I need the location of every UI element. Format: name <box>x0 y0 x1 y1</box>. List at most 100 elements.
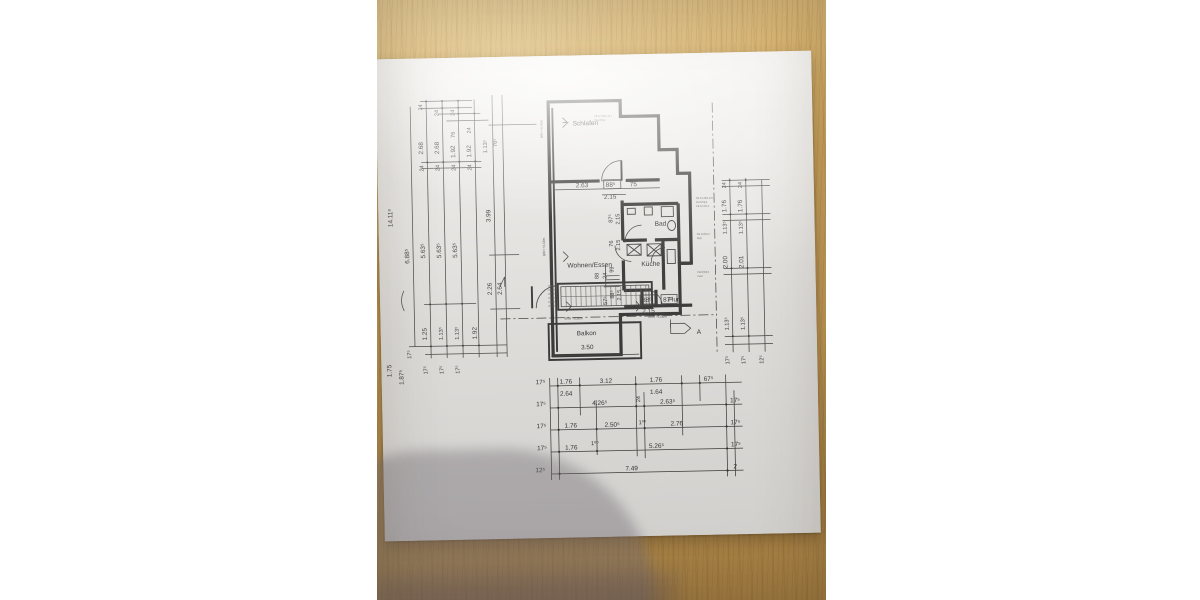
dim-76: 76 <box>609 240 615 246</box>
dim-263: 2.63 <box>576 182 589 189</box>
dim-bot-r4-5265: 5.26⁵ <box>649 443 665 450</box>
paper-sheet: .w { fill:none; stroke:#2e2c2b; stroke-w… <box>377 50 821 600</box>
room-label-kueche: Küche <box>641 261 660 268</box>
dim-bot-r3-100: 1⁰⁰ <box>638 419 646 426</box>
dim-right-24a: 24 <box>722 182 728 188</box>
dim-bot-r2-2635: 2.63⁵ <box>660 398 676 405</box>
fixture-fridge <box>666 248 676 265</box>
annotation-5: FE 10,5/2,2 <box>696 205 710 208</box>
floor-plan-photo: .w { fill:none; stroke:#2e2c2b; stroke-w… <box>377 0 826 600</box>
dim-left-175a: 17⁵ <box>406 350 413 359</box>
dim-left-175e: 1.75 <box>386 364 393 377</box>
annotation-6: FE 10,5/2,2 <box>697 233 711 236</box>
dim-left-192b: 1.92 <box>466 145 473 158</box>
dim-215-c: 2.15 <box>616 240 622 251</box>
dim-right-176a: 1.76 <box>721 199 728 212</box>
dim-right-1135d: 1.13⁵ <box>739 317 746 330</box>
dim-left-5635a: 5.63⁵ <box>420 243 427 259</box>
dim-left-1135b: 1.13⁵ <box>438 327 445 340</box>
dim-bot-r3-2505: 2.50⁵ <box>605 422 621 429</box>
dim-left-765: 76⁵ <box>492 138 499 147</box>
dim-bot-r1-675: 67⁵ <box>704 376 714 383</box>
annotation-1: FE 10,38/1,13 L <box>594 115 612 118</box>
dim-left-1135c: 1.13⁵ <box>454 327 461 340</box>
annotation-9: Fest <box>698 275 703 278</box>
dim-left-24c: 24 <box>450 110 456 116</box>
wall-note-2: BRH +2,00m <box>542 237 546 256</box>
dim-right-1135b: 1.13⁵ <box>738 221 745 234</box>
fixture-shower <box>643 206 653 216</box>
wall-note-1: BRH +0,90m <box>539 119 543 138</box>
dim-left-5635b: 5.63⁵ <box>436 243 443 259</box>
dim-bot-r2-24: 24 <box>636 396 642 402</box>
dim-24-inner: 24 <box>603 273 609 279</box>
dim-bot-r1-312: 3.12 <box>600 378 613 385</box>
dim-875-a: 87⁵ <box>607 214 614 223</box>
dim-left-264: 2.64 <box>497 282 504 295</box>
fixture-washbasin <box>626 207 636 215</box>
dim-left-175d: 17⁵ <box>454 365 461 374</box>
dim-75: 75 <box>630 181 638 188</box>
dim-885-b: 88⁵ <box>609 290 616 299</box>
dim-right-24b: 24 <box>738 182 744 188</box>
dim-left-24g: 24 <box>451 165 457 171</box>
dim-bot-r4-175b: 17⁵ <box>731 441 741 448</box>
dim-bot-r3-276: 2.76 <box>671 420 684 427</box>
section-marker-label: A <box>697 329 702 336</box>
dim-215-d: 2.15 <box>617 290 623 301</box>
dim-left-268a: 2.68 <box>418 142 425 155</box>
dim-right-176b: 1.76 <box>737 199 744 212</box>
plan-title: Grundriss Wohnung <box>0 0 1 1</box>
dim-875-b: 87⁵ <box>663 296 673 303</box>
dim-bot-r1-175: 17⁵ <box>536 379 546 386</box>
dim-885-c: 88⁵ <box>642 297 652 304</box>
dim-left-24h: 24 <box>467 164 473 170</box>
dim-right-200: 2.00 <box>722 255 729 268</box>
dim-bot-r2-175b: 17⁵ <box>730 397 740 404</box>
dim-bot-r1-176b: 1.76 <box>650 377 663 384</box>
dim-left-1875: 1.87⁵ <box>398 369 405 385</box>
annotation-4: Dreh/Kipp <box>696 201 708 204</box>
dim-left-24f: 24 <box>435 165 441 171</box>
wall-note-4: BRH +1,00m <box>648 315 667 319</box>
fixture-toilet <box>667 220 677 231</box>
dim-left-24d: 24 <box>467 127 473 133</box>
dim-bot-r4-100: 1⁰⁰ <box>591 440 599 447</box>
dim-bot-r3-175a: 17⁵ <box>537 423 547 430</box>
dim-left-175c: 17⁵ <box>438 366 445 375</box>
dim-left-1135a: 1.13⁵ <box>482 140 489 153</box>
dim-chain-left: 24 24 24 76 24 2.68 2.68 1.92 1.92 1.13⁵… <box>386 94 537 385</box>
balcony-width: 3.50 <box>581 344 594 351</box>
dim-left-268b: 2.68 <box>434 141 441 154</box>
dim-99: 99 <box>609 266 615 272</box>
wall-note-3: BRH +0,90m <box>564 316 583 320</box>
dim-bot-r5-749: 7.49 <box>625 465 638 472</box>
dim-left-24e: 24 <box>419 165 425 171</box>
dim-right-1135c: 1.13⁵ <box>723 317 730 330</box>
dim-bot-r3-176: 1.76 <box>565 422 578 429</box>
dim-right-125: 12⁵ <box>758 355 765 364</box>
dim-right-175b: 17⁵ <box>740 355 747 364</box>
section-marker-a: A <box>670 319 702 336</box>
dim-right-175a: 17⁵ <box>724 356 731 365</box>
dim-bot-r1-176a: 1.76 <box>560 379 573 386</box>
apartment-walls <box>500 98 718 361</box>
dim-right-201: 2.01 <box>738 255 745 268</box>
dim-left-226: 2.26 <box>487 282 494 295</box>
dim-left-175b: 17⁵ <box>422 366 429 375</box>
room-label-bad: Bad <box>655 221 667 228</box>
dim-bot-r2-175a: 17⁵ <box>536 401 546 408</box>
dim-left-5635c: 5.63⁵ <box>452 242 459 258</box>
dim-left-24b: 24 <box>434 110 440 116</box>
fixture-bathtub <box>660 206 674 218</box>
dim-chain-right: 24 24 1.76 1.76 1.13⁵ 1.13⁵ 2.00 2.01 1.… <box>721 178 773 365</box>
annotation-2: Dreh/Kipp <box>594 119 606 122</box>
dim-bot-r2-164: 1.64 <box>650 389 663 396</box>
dim-575: 57⁵ <box>602 296 609 305</box>
dim-left-6885: 6.88⁵ <box>404 248 411 264</box>
dim-bot-r2-4265: 4.26⁵ <box>592 400 608 407</box>
dim-right-1135a: 1.13⁵ <box>722 221 729 234</box>
room-label-balkon: Balkon <box>577 330 597 337</box>
dim-left-24a: 24 <box>418 104 424 110</box>
